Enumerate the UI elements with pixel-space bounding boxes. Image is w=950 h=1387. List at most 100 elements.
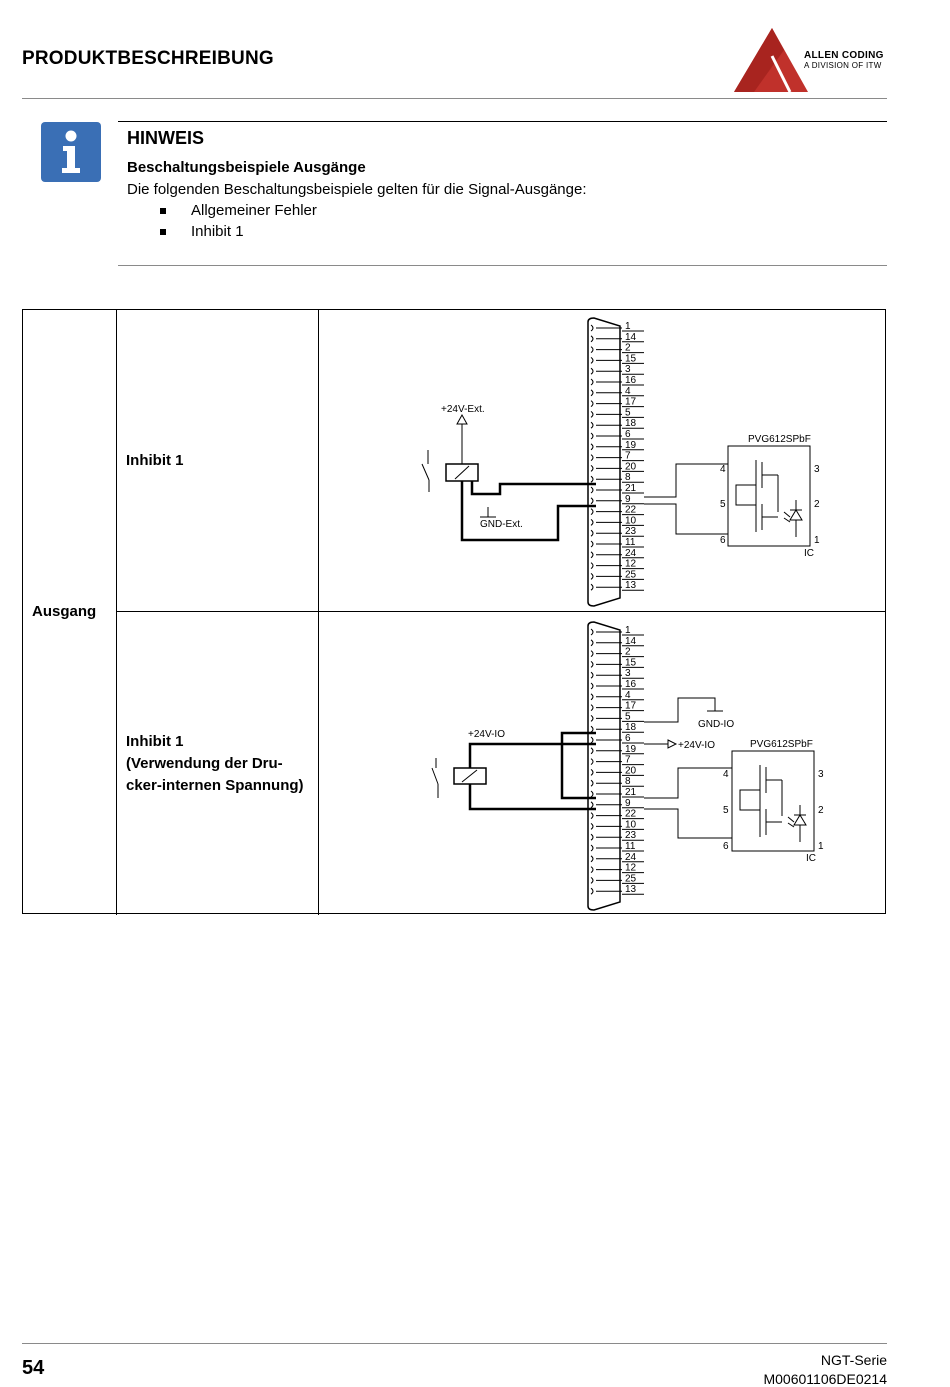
connector-pin-number: 21: [625, 787, 637, 798]
connector-pin-number: 9: [625, 798, 631, 809]
connector-pin-number: 23: [625, 526, 637, 537]
connector-shell: [587, 621, 621, 911]
row-header-ausgang: Ausgang: [32, 603, 97, 620]
connector-socket-icon: [590, 693, 594, 701]
connector-pin-number: 12: [625, 863, 637, 874]
led-icon: [787, 805, 807, 842]
supply-label: +24V-Ext.: [441, 404, 485, 415]
connector-pin-number: 7: [625, 451, 631, 462]
connector-pin-number: 13: [625, 884, 637, 895]
signal-wire: [468, 784, 596, 811]
connector-socket-icon: [590, 812, 594, 819]
connector-pin-number: 5: [625, 711, 631, 722]
connector-socket-icon: [590, 650, 594, 657]
connector-pin-number: 2: [625, 343, 631, 354]
connector-socket-icon: [590, 486, 594, 494]
connector-socket-icon: [590, 562, 594, 569]
connector-pin-number: 12: [625, 559, 637, 570]
ic-body: [731, 750, 815, 852]
ic-pin-label: 2: [814, 499, 820, 510]
pin-supply-arrow-icon: [667, 739, 678, 749]
connector-socket-icon: [590, 758, 594, 765]
ic-pin-label: 4: [720, 464, 726, 475]
led-icon: [783, 500, 803, 537]
connector-socket-icon: [590, 639, 594, 647]
ic-pin-label: 3: [814, 464, 820, 475]
connector-pin-number: 14: [625, 332, 637, 343]
row-2-label-line: cker-internen Spannung): [126, 777, 304, 794]
table-column-divider: [116, 309, 117, 915]
connector-pin-number: 7: [625, 755, 631, 766]
connector-pin-number: 21: [625, 483, 637, 494]
connector-pin-number: 22: [625, 505, 637, 516]
connector-pin-number: 17: [625, 397, 637, 408]
note-title: HINWEIS: [127, 128, 205, 148]
ic-wire-4: [644, 767, 732, 799]
connector-socket-icon: [590, 551, 594, 559]
connector-pin-number: 23: [625, 830, 637, 841]
logo-text-division: A DIVISION OF ITW: [804, 61, 882, 70]
mosfet-icon: [735, 460, 779, 532]
pin-supply-label: +24V-IO: [678, 740, 715, 751]
connector-pin-number: 3: [625, 668, 631, 679]
connector-pin-number: 11: [625, 537, 636, 548]
connector-socket-icon: [590, 844, 594, 852]
signal-wire: [470, 481, 596, 496]
ic-pin-label: 6: [723, 841, 729, 852]
bullet-text: Allgemeiner Fehler: [191, 202, 317, 219]
info-icon: [41, 122, 101, 182]
connector-socket-icon: [590, 779, 594, 787]
connector-pin-number: 1: [625, 321, 631, 332]
connector: 1142153164175186197208219221023112412251…: [587, 621, 644, 911]
mosfet-icon: [739, 765, 783, 837]
connector-socket-icon: [590, 519, 594, 526]
relay-coil-mark: [461, 769, 478, 783]
header-divider: [22, 98, 887, 99]
connector-socket-icon: [590, 324, 594, 332]
note-top-rule: [118, 121, 887, 122]
ic-wire-6: [644, 808, 732, 839]
connector-socket-icon: [590, 866, 594, 873]
connector-socket-icon: [590, 357, 594, 364]
connector-socket-icon: [590, 475, 594, 483]
connector-pin-number: 19: [625, 744, 637, 755]
connector-socket-icon: [590, 540, 594, 548]
supply-arrow-icon: [456, 413, 468, 425]
connector-socket-icon: [590, 367, 594, 375]
connector-pin-number: 8: [625, 472, 631, 483]
row-2-label-line: Inhibit 1: [126, 733, 184, 750]
ic-label: IC: [804, 548, 814, 559]
gnd-wire: [460, 481, 596, 542]
supply-label: +24V-IO: [468, 729, 505, 740]
connector-pin-number: 10: [625, 819, 637, 830]
ic-pin-label: 1: [814, 535, 820, 546]
note-text: Die folgenden Beschaltungsbeispiele gelt…: [127, 181, 587, 198]
connector-socket-icon: [590, 529, 594, 537]
page-header-title: PRODUKTBESCHREIBUNG: [22, 48, 274, 69]
relay-coil-mark: [454, 465, 470, 480]
switch-icon: [421, 463, 430, 481]
note-subtitle: Beschaltungsbeispiele Ausgänge: [127, 159, 366, 176]
connector-socket-icon: [590, 801, 594, 809]
row-1-label-line: Inhibit 1: [126, 452, 184, 469]
ic-pin-label: 5: [723, 805, 729, 816]
connector-socket-icon: [590, 411, 594, 418]
connector-pin-number: 3: [625, 364, 631, 375]
connector-pin-number: 15: [625, 657, 637, 668]
connector-pin-number: 16: [625, 679, 637, 690]
connector-pin-number: 1: [625, 625, 631, 636]
logo-text-brand: ALLEN CODING: [804, 50, 884, 61]
circuit-diagram-inhibit-1-internal: 1142153164175186197208219221023112412251…: [431, 621, 824, 911]
connector-socket-icon: [590, 421, 594, 429]
connector-socket-icon: [590, 400, 594, 407]
connector-pin-number: 18: [625, 418, 637, 429]
connector-socket-icon: [590, 715, 594, 722]
table-column-divider: [318, 309, 319, 915]
connector-socket-icon: [590, 747, 594, 755]
ic-wire-6: [644, 503, 728, 535]
page-number: 54: [22, 1357, 45, 1379]
connector-pin-number: 9: [625, 494, 631, 505]
row-2-label: Inhibit 1 (Verwendung der Dru- cker-inte…: [126, 731, 304, 797]
connector-socket-icon: [590, 443, 594, 451]
ic-label: IC: [806, 853, 816, 864]
